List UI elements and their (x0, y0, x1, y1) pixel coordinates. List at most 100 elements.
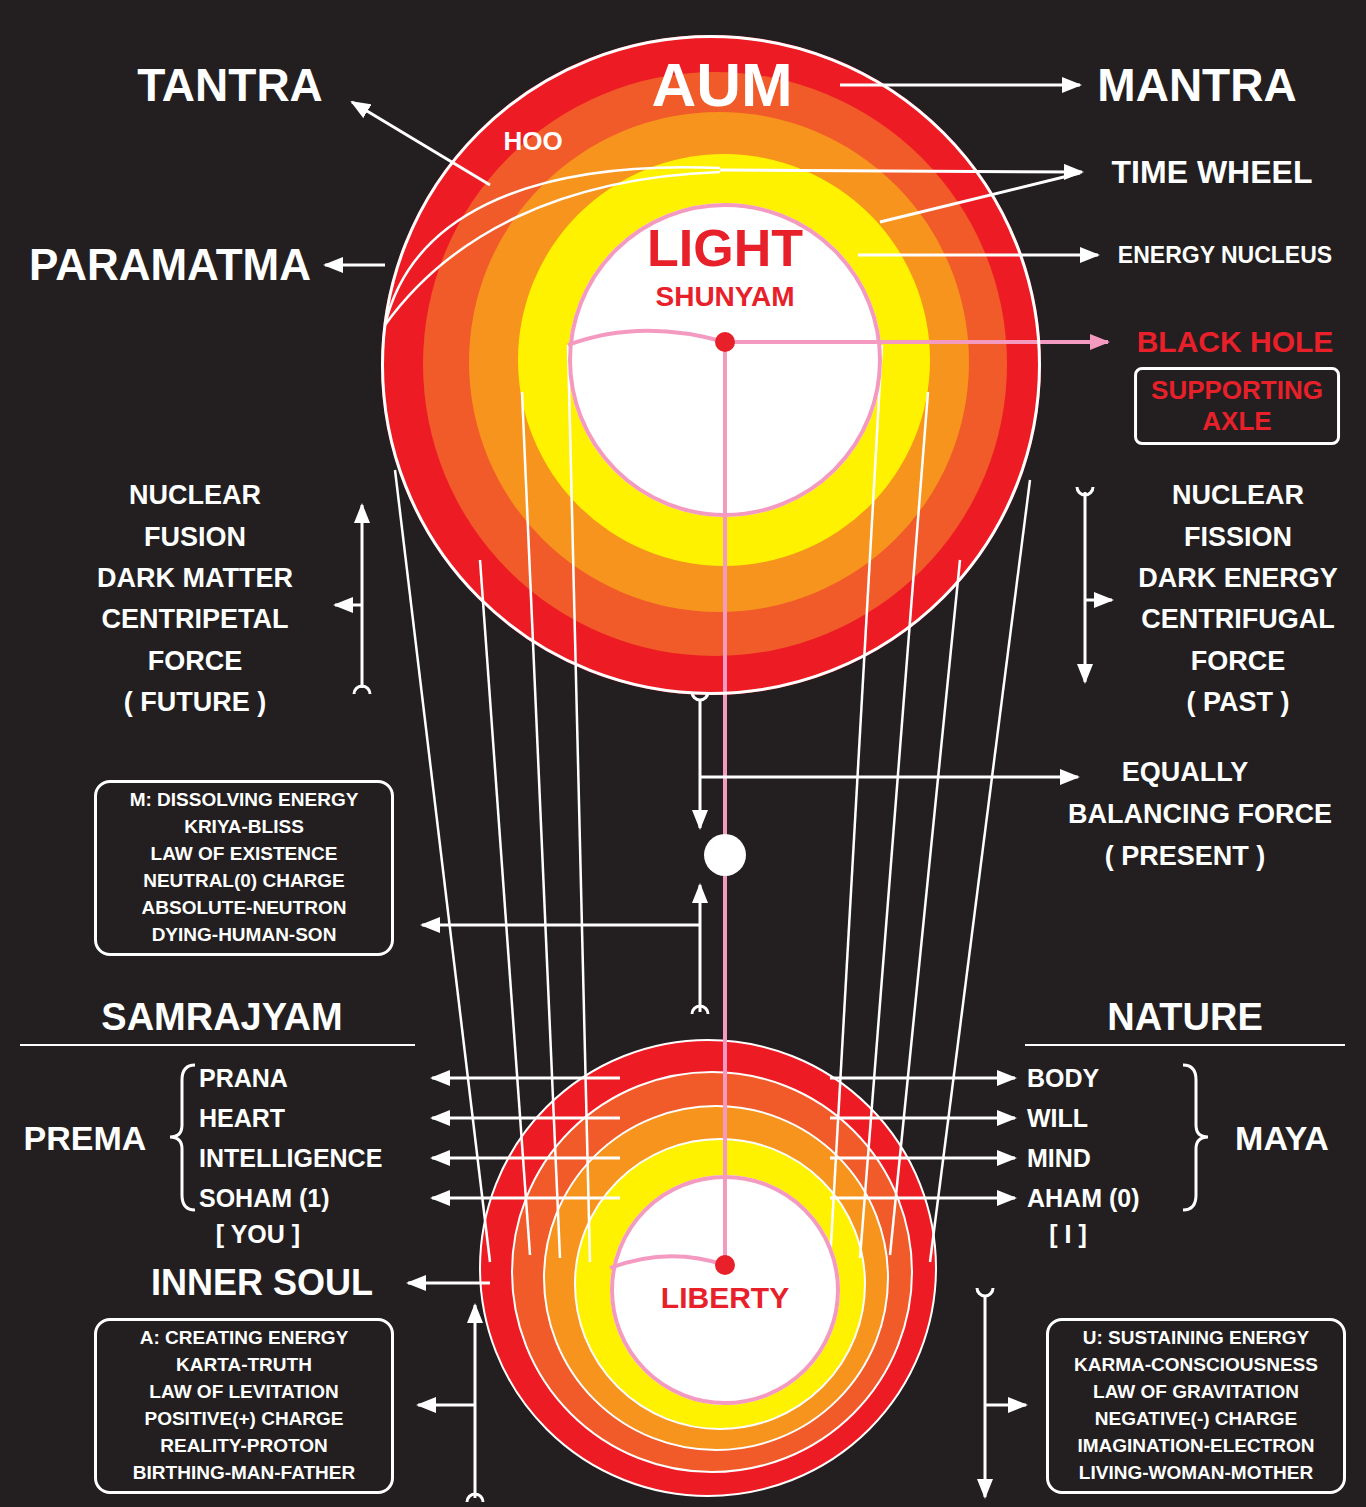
tangent-lines (395, 345, 1030, 1262)
label: FORCE (148, 648, 243, 675)
drawing-part (840, 84, 1080, 87)
label: NUCLEAR (1172, 482, 1304, 509)
label: BALANCING FORCE (1068, 801, 1332, 828)
box-text: LAW OF LEVITATION (149, 1379, 338, 1406)
box-text: KARMA-CONSCIOUSNESS (1074, 1352, 1318, 1379)
label: EQUALLY (1122, 759, 1249, 786)
axle-box: SUPPORTING AXLE (1134, 367, 1340, 445)
drawing-part (1183, 1065, 1208, 1210)
box-text: NEGATIVE(-) CHARGE (1095, 1406, 1297, 1433)
drawing-part (830, 1157, 1015, 1160)
label: BODY (1027, 1066, 1099, 1091)
box-text: KRIYA-BLISS (184, 814, 304, 841)
label: MIND (1027, 1146, 1091, 1171)
drawing-part (723, 342, 727, 517)
leader-arrows (325, 85, 1112, 1502)
circle-text: HOO (503, 128, 562, 154)
circle-outline (381, 35, 1041, 695)
box-text: REALITY-PROTON (160, 1433, 328, 1460)
label: ( FUTURE ) (124, 689, 266, 716)
label: INTELLIGENCE (199, 1146, 382, 1171)
label: PREMA (24, 1121, 147, 1155)
circle-text: AUM (651, 54, 792, 116)
drawing-part (1084, 492, 1087, 682)
box-text: U: SUSTAINING ENERGY (1083, 1325, 1310, 1352)
label: FISSION (1184, 524, 1292, 551)
bottom-bands (480, 1040, 936, 1496)
drawing-part (432, 1077, 620, 1080)
box-text: DYING-HUMAN-SON (152, 922, 337, 949)
circle-text: SHUNYAM (656, 283, 795, 311)
drawing-part (20, 1044, 415, 1046)
top-bands (381, 35, 1041, 695)
drawing-part (480, 1040, 936, 1496)
drawing-part (575, 1139, 865, 1429)
outer-circle: AUM HOO LIGHT SHUNYAM (381, 35, 1041, 695)
drawing-part (985, 1404, 1026, 1407)
label: TIME WHEEL (1112, 156, 1313, 188)
circle-text: LIBERTY (661, 1283, 789, 1313)
circle-border (612, 1177, 838, 1403)
label: CENTRIFUGAL (1141, 606, 1334, 633)
label: NUCLEAR (129, 482, 261, 509)
box-text: LIVING-WOMAN-MOTHER (1079, 1460, 1313, 1487)
drawing-part (568, 345, 590, 1262)
label: MAYA (1235, 1121, 1329, 1155)
drawing-part (830, 345, 882, 1262)
drawing-part (432, 1117, 620, 1120)
drawing-part (830, 1077, 1015, 1080)
drawing-part (522, 392, 560, 1258)
label: AHAM (0) (1027, 1186, 1140, 1211)
circle-border (570, 205, 880, 515)
box-text: KARTA-TRUTH (176, 1352, 312, 1379)
drawing-part (518, 154, 930, 566)
light-circle: LIGHT SHUNYAM (568, 203, 882, 517)
label: SOHAM (1) (199, 1186, 330, 1211)
box-text: LAW OF EXISTENCE (151, 841, 338, 868)
drawing-part (480, 560, 530, 1255)
drawing-part (568, 331, 725, 345)
drawing-part (984, 1295, 987, 1497)
label: DARK MATTER (97, 565, 293, 592)
box-text: ABSOLUTE-NEUTRON (142, 895, 347, 922)
label: [ YOU ] (216, 1222, 300, 1247)
label: FUSION (144, 524, 246, 551)
drawing-part (474, 1305, 477, 1498)
drawing-part (512, 1072, 912, 1472)
drawing-part (890, 560, 960, 1255)
drawing-part (170, 1065, 195, 1210)
box-text: SUPPORTING AXLE (1151, 375, 1323, 437)
label: PARAMATMA (29, 243, 311, 287)
drawing-part (395, 470, 490, 1262)
label: [ I ] (1049, 1222, 1087, 1247)
drawing-part (381, 35, 1041, 695)
drawing-part (880, 173, 1080, 222)
label: CENTRIPETAL (102, 606, 289, 633)
circle-text: LIGHT (647, 222, 803, 274)
circle-border (383, 37, 1040, 694)
drawing-part (422, 924, 700, 927)
box-text: NEUTRAL(0) CHARGE (143, 868, 345, 895)
drawing-part (725, 340, 1108, 344)
braces (170, 1065, 1208, 1210)
drawing-part (700, 776, 1078, 779)
label: ( PAST ) (1187, 689, 1290, 716)
axle-marks (568, 331, 1108, 1268)
label: ENERGY NUCLEUS (1118, 244, 1332, 267)
drawing-part (699, 885, 702, 1012)
box-text: POSITIVE(+) CHARGE (145, 1406, 344, 1433)
box-text: M: DISSOLVING ENERGY (130, 787, 359, 814)
underlines (20, 1044, 1345, 1046)
drawing-part (720, 170, 1082, 172)
label: INNER SOUL (151, 1265, 373, 1301)
box-text: IMAGINATION-ELECTRON (1077, 1433, 1314, 1460)
liberty-circle: LIBERTY (610, 1175, 840, 1405)
energy-box: M: DISSOLVING ENERGYKRIYA-BLISSLAW OF EX… (94, 780, 394, 956)
label: SAMRAJYAM (101, 998, 342, 1036)
drawing-part (610, 1256, 725, 1268)
drawing-part (325, 264, 385, 267)
drawing-part (423, 72, 1007, 656)
drawing-part (830, 1117, 1015, 1120)
drawing-part (568, 203, 882, 517)
